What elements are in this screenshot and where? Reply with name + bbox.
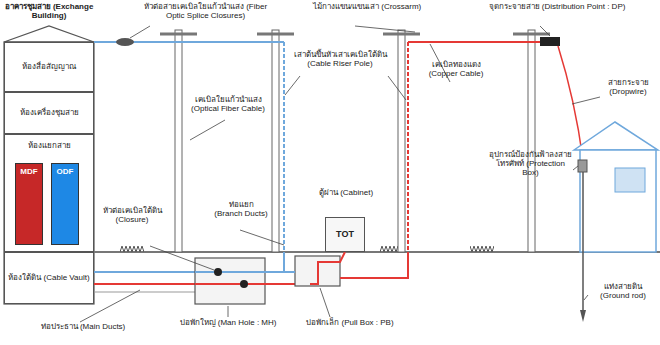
pole [272, 30, 279, 252]
protection-box [578, 160, 587, 172]
copper-duct-riser [340, 252, 408, 278]
callout-label: แท่งสายดิน (Ground rod) [590, 282, 656, 300]
crossarm [383, 33, 420, 36]
callout-label: เคเบิลใยแก้วนำแสง (Optical Fiber Cable) [190, 95, 266, 113]
pole [398, 30, 405, 252]
callout-label: บ่อพักเล็ก (Pull Box : PB) [292, 318, 408, 327]
fiber-duct [195, 271, 295, 273]
copper-cable [408, 41, 546, 43]
cabinet-heading: ตู้ผ่าน (Cabinet) [302, 188, 390, 197]
building-title: อาคารชุมสาย (Exchange Building) [1, 2, 97, 20]
house-roof [574, 122, 658, 150]
frame-label: MDF [16, 167, 42, 176]
distribution-point [540, 37, 560, 46]
house-window [615, 168, 645, 192]
crossarm [513, 33, 550, 36]
pole [528, 30, 535, 252]
building-roof [4, 26, 94, 42]
main-duct-fiber [94, 271, 195, 273]
ground-wire [582, 172, 584, 318]
callout-label: ท่อแยก (Branch Ducts) [214, 200, 268, 218]
closure [240, 280, 248, 288]
grass [120, 246, 144, 252]
pole [175, 30, 182, 252]
branch-duct-fiber [284, 252, 295, 272]
frame-label: ODF [52, 167, 78, 176]
exchange-building: อาคารชุมสาย (Exchange Building) ห้องสื่อส… [4, 0, 94, 304]
main-duct-copper [94, 283, 195, 285]
crossarm [257, 33, 294, 36]
building-body [4, 42, 94, 304]
room-box: ห้องสื่อสัญญาณ [4, 42, 94, 92]
house-body [580, 150, 656, 252]
callout-label: เคเบิลทองแดง (Copper Cable) [418, 60, 494, 78]
cabinet-box: ตู้ผ่าน (Cabinet)TOT [325, 217, 365, 252]
callout-label: หัวต่อเคเบิลใต้ดิน (Closure) [98, 206, 166, 224]
room-box: ห้องแยกสาย MDF ODF [4, 134, 94, 252]
callout-label: อุปกรณ์ป้องกันฟ้าลงสายโทรศัพท์ (Protecti… [488, 150, 573, 178]
cabinet-mark: TOT [336, 229, 354, 239]
duct-outline [94, 292, 195, 293]
room-label: ห้องใต้ดิน (Cable Vault) [8, 273, 89, 282]
closure [214, 268, 222, 276]
room-box: ห้องเครื่องชุมสาย [4, 92, 94, 134]
copper-riser [407, 42, 409, 252]
ground-rod [580, 310, 586, 322]
branch-duct-cabinet [310, 252, 345, 284]
callout-label: ท่อประธาน (Main Ducts) [8, 322, 158, 331]
room-box: ห้องใต้ดิน (Cable Vault) [4, 252, 94, 304]
callout-label: จุดกระจายสาย (Distribution Point : DP) [482, 2, 632, 11]
mdf-frame: MDF [15, 163, 43, 245]
room-label: ห้องแยกสาย [28, 141, 71, 150]
callout-label: สายกระจาย (Dropwire) [600, 78, 656, 96]
splice-closure [116, 38, 134, 46]
crossarm [160, 33, 197, 36]
room-label: ห้องเครื่องชุมสาย [20, 108, 79, 117]
callout-label: หัวต่อสายเคเบิลใยแก้วนำแสง (Fiber Optic … [138, 2, 273, 20]
odf-frame: ODF [51, 163, 79, 245]
man-hole [195, 258, 265, 304]
fiber-riser [283, 42, 285, 252]
callout-label: ไม้กางแขน/แขนเสา (Crossarm) [312, 2, 422, 11]
leader-lines [80, 26, 600, 322]
callout-label: บ่อพักใหญ่ (Man Hole : MH) [170, 318, 286, 327]
callout-label: เสาต้นขึ้นหัวเสาเคเบิลใต้ดิน (Cable Rise… [290, 50, 390, 68]
grass [470, 246, 494, 252]
room-label: ห้องสื่อสัญญาณ [22, 62, 76, 71]
dropwire [558, 46, 583, 160]
